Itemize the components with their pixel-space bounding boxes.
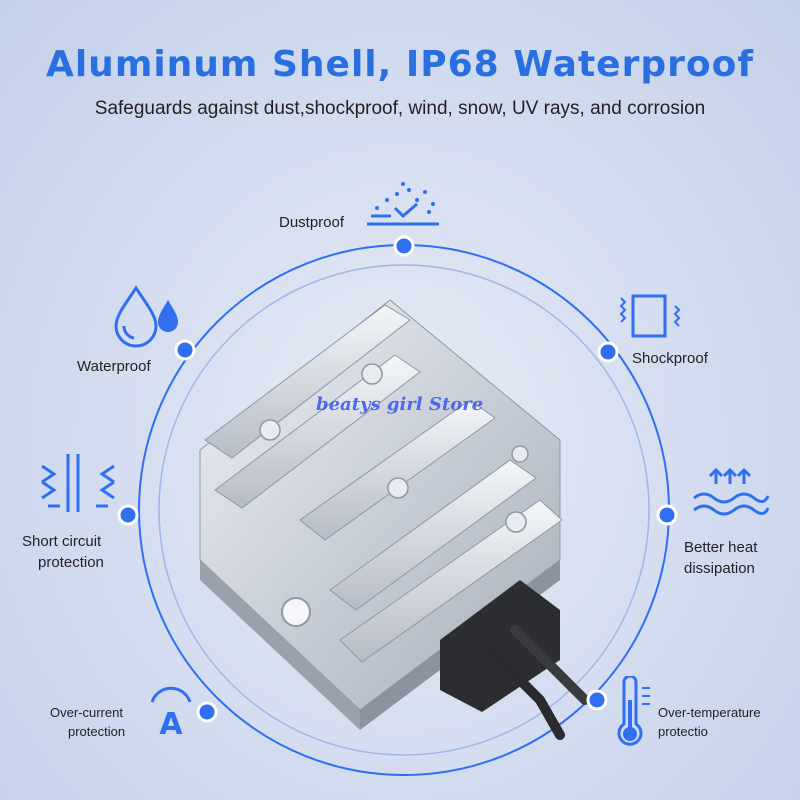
waterproof-dot [174,339,196,361]
page-title: Aluminum Shell, IP68 Waterproof [45,44,754,85]
overtemp-label-line1: Over-temperature [658,705,761,720]
heat-dot [656,504,678,526]
heat-dissipation-icon [693,467,770,516]
overtemp-dot [586,689,608,711]
short-circuit-icon [41,454,115,512]
thermometer-icon [617,676,650,746]
overcurrent-label-line2: protection [68,724,126,739]
overcurrent-dot [196,701,218,723]
shockproof-label: Shockproof [632,350,708,367]
page-subtitle: Safeguards against dust,shockproof, wind… [94,98,706,119]
heat-label-line2: dissipation [684,560,755,577]
dust-icon [367,182,439,226]
heat-label-line1: Better heat [684,539,758,556]
shockproof-icon [619,294,681,338]
store-watermark: beatys girl Store [316,394,484,415]
overcurrent-label-line1: Over-current [50,705,123,720]
dustproof-label: Dustproof [279,214,345,231]
water-drops-icon [114,285,178,348]
ammeter-icon: A [150,686,192,740]
svg-text:A: A [159,707,183,740]
short-circuit-dot [117,504,139,526]
waterproof-label: Waterproof [77,358,151,375]
shockproof-dot [597,341,619,363]
dustproof-dot [393,235,415,257]
overtemp-label-line2: protectio [658,724,708,739]
short-circuit-label-line2: protection [38,554,104,571]
short-circuit-label-line1: Short circuit [22,533,102,550]
